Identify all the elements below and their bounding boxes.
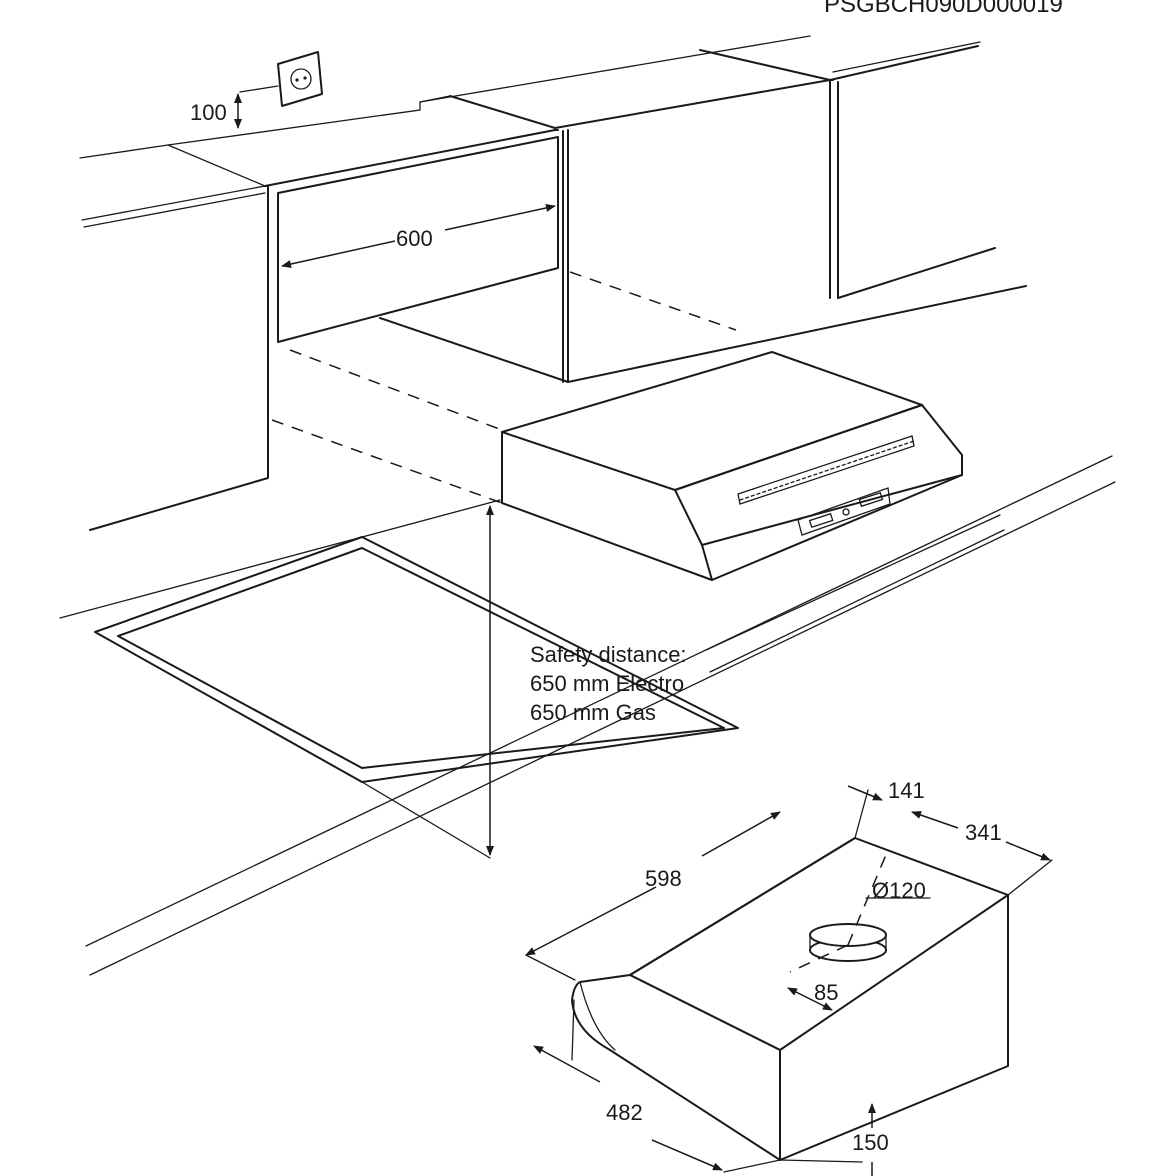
document-code: PSGBCH090D000019: [824, 0, 1063, 18]
safety-note-line2: 650 mm Electro: [530, 671, 684, 696]
dim-341-label: 341: [965, 820, 1002, 845]
cabinet-width-dim-right: [444, 204, 556, 231]
upper-cabinets: [79, 35, 1027, 531]
dim-598-left: [525, 886, 657, 956]
dim-341-left: [911, 811, 959, 829]
worktop: [59, 455, 1116, 976]
cabinet-width-dim-left: [281, 240, 396, 268]
hood-mounted: [501, 351, 963, 581]
dim-598-right: [701, 811, 781, 857]
hood-dimension-view: [525, 789, 1053, 1173]
safety-note-line1: Safety distance:: [530, 642, 687, 667]
socket-height-label: 100: [190, 100, 227, 125]
dim-85-label: 85: [814, 980, 838, 1005]
dim-482-left: [533, 1045, 601, 1083]
safety-note-line3: 650 mm Gas: [530, 700, 656, 725]
dim-341-right: [1005, 841, 1051, 861]
dim-482-label: 482: [606, 1100, 643, 1125]
dim-141-label: 141: [888, 778, 925, 803]
dim-598-label: 598: [645, 866, 682, 891]
dim-85-arrow: [787, 987, 833, 1011]
dim-482-right: [651, 1139, 723, 1171]
dim-141-arrow: [847, 785, 883, 801]
hob: [94, 536, 739, 859]
cabinet-width-label: 600: [396, 226, 433, 251]
wall-socket: [234, 51, 323, 129]
dim-150-label: 150: [852, 1130, 889, 1155]
duct-diameter-label: Ø120: [872, 878, 926, 903]
safety-distance-note: Safety distance: 650 mm Electro 650 mm G…: [530, 642, 687, 725]
